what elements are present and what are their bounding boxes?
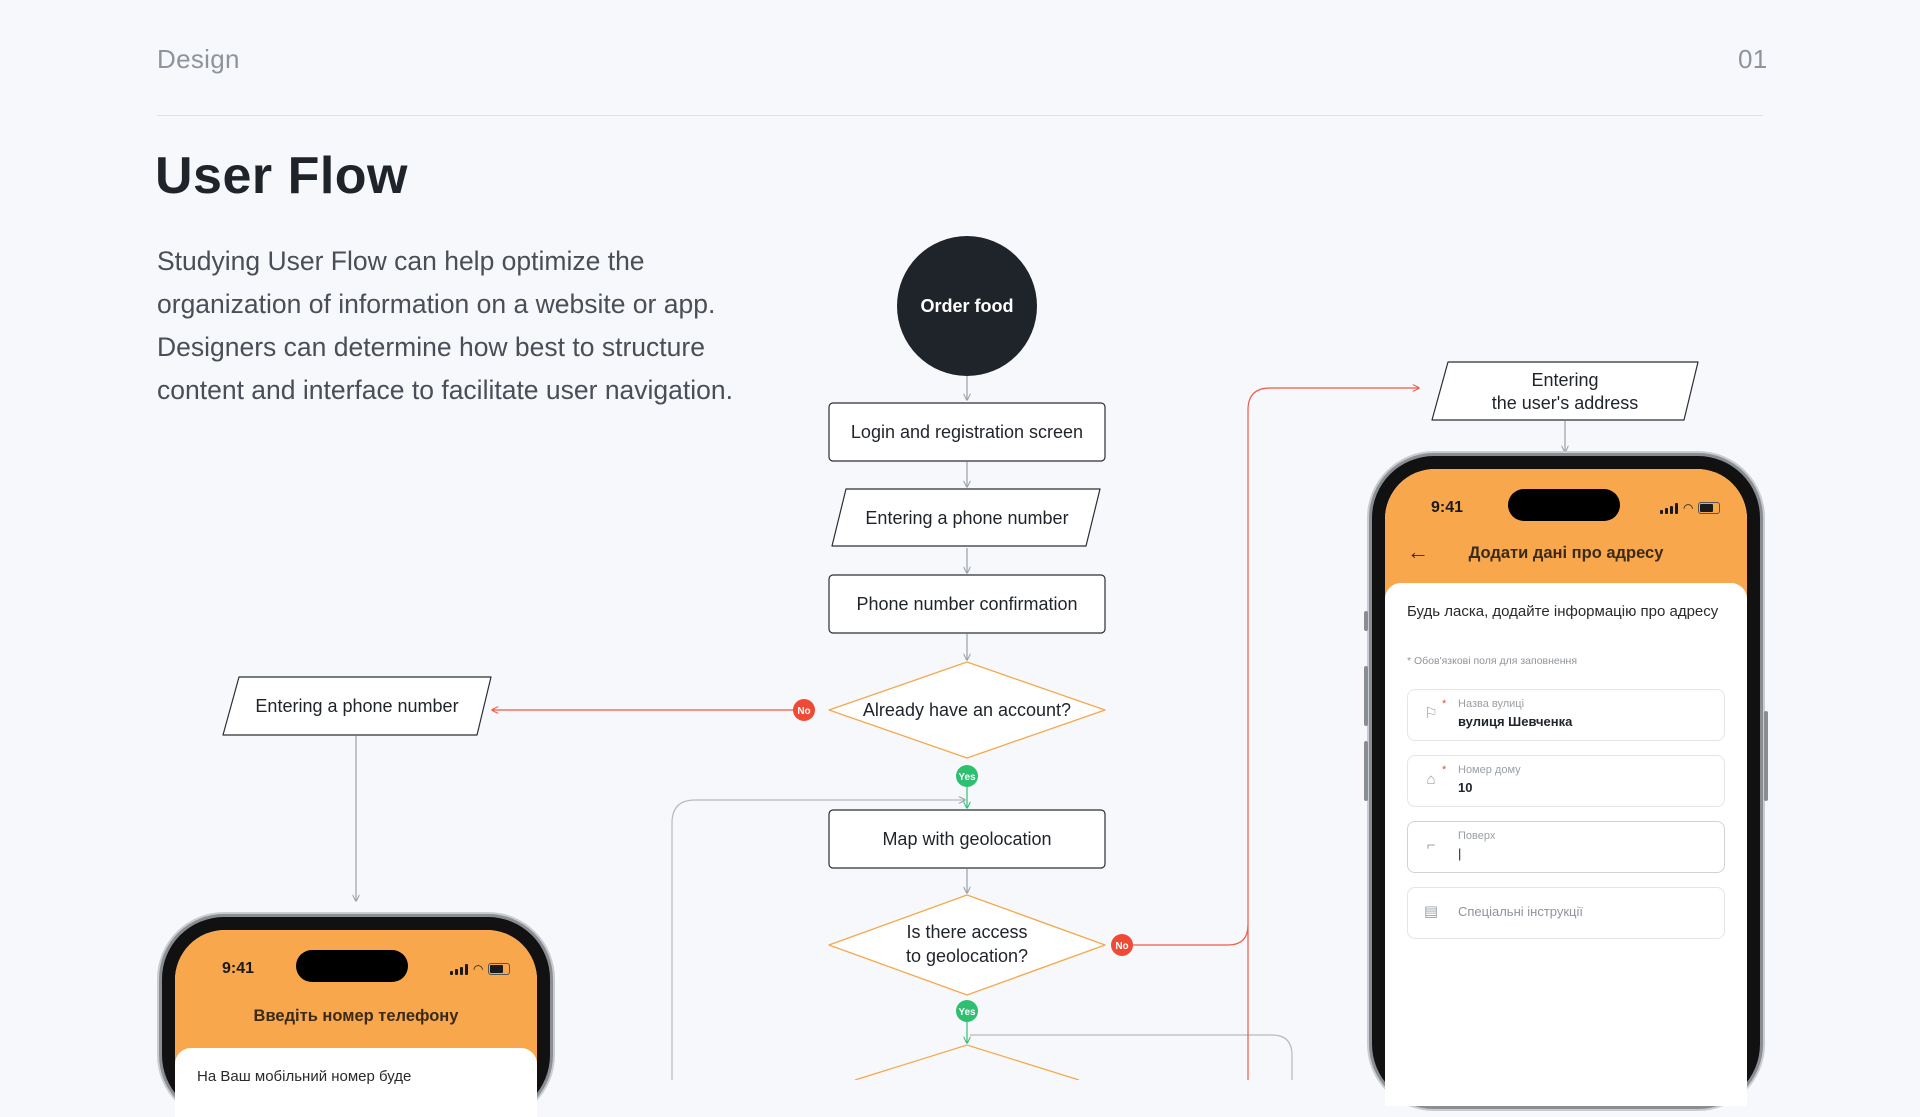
login-screen-node — [828, 402, 1106, 462]
yes-badge-account-label: Yes — [958, 772, 976, 783]
special-instructions-field[interactable]: ▤ Спеціальні інструкції — [1407, 887, 1725, 939]
no-badge-geo-label: No — [1115, 941, 1128, 952]
phone-entry-left-node — [222, 676, 492, 736]
phone-right-status-icons: ◠ — [1660, 501, 1721, 515]
connector-loop-left — [671, 800, 965, 1080]
geo-decision-node — [828, 894, 1106, 996]
street-name-label: Назва вулиці — [1458, 698, 1525, 710]
phone-entry-node — [831, 488, 1101, 547]
no-badge-geo — [1111, 934, 1133, 956]
phone-entry-label: Entering a phone number — [865, 508, 1068, 528]
phone-entry-left-label: Entering a phone number — [255, 696, 458, 716]
phone-left-dynamic-island — [296, 950, 408, 982]
floor-field[interactable]: ⌐ Поверх | — [1407, 821, 1725, 873]
home-icon: ⌂ — [1426, 771, 1436, 788]
user-flow-diagram: Order food Login and registration screen… — [222, 236, 1699, 1080]
phone-confirm-label: Phone number confirmation — [856, 594, 1077, 614]
floor-label: Поверх — [1458, 830, 1496, 842]
phone-left-status-icons: ◠ — [450, 962, 511, 976]
special-instructions-placeholder: Спеціальні інструкції — [1458, 904, 1583, 919]
phone-left-heading: Введіть номер телефону — [253, 1007, 459, 1025]
stairs-icon: ⌐ — [1426, 837, 1436, 854]
account-decision-node — [828, 661, 1106, 759]
phone-right-intro: Будь ласка, додайте інформацію про адрес… — [1407, 603, 1719, 620]
phone-right-required-note: * Обов'язкові поля для заповнення — [1407, 655, 1578, 667]
map-geolocation-node — [828, 809, 1106, 869]
phone-mockup-left: 9:41 ◠ Введіть номер телефону На Ваш моб… — [162, 917, 550, 1117]
phone-confirm-node — [828, 574, 1106, 634]
connector-no-geo — [1128, 388, 1419, 946]
signal-icon — [1660, 502, 1678, 514]
phone-right-screen: 9:41 ◠ ← Додати дані про адресу Будь лас… — [1385, 469, 1747, 1106]
note-icon: ▤ — [1423, 903, 1439, 920]
street-name-value: вулиця Шевченка — [1458, 714, 1573, 729]
phone-right-heading: Додати дані про адресу — [1468, 544, 1664, 562]
phone-right-sheet: Будь ласка, додайте інформацію про адрес… — [1385, 583, 1747, 1106]
no-badge-account-label: No — [797, 706, 810, 717]
address-entry-label-line1: Entering — [1531, 370, 1598, 390]
battery-icon — [1698, 502, 1721, 514]
connector-loop-right — [970, 1034, 1293, 1080]
yes-badge-geo — [956, 1000, 978, 1022]
required-marker: * — [1442, 698, 1447, 710]
page-description: Studying User Flow can help optimize the… — [157, 246, 733, 405]
phone-right-power-button — [1764, 711, 1768, 801]
yes-badge-account — [956, 765, 978, 787]
section-label: Design — [157, 44, 240, 74]
phone-right-time: 9:41 — [1431, 499, 1464, 516]
no-badge-account — [793, 699, 815, 721]
next-decision-node — [854, 1044, 1080, 1080]
phone-right-volume-up — [1364, 666, 1368, 726]
battery-icon — [488, 963, 511, 975]
address-entry-node — [1431, 361, 1699, 421]
phone-right-volume-down — [1364, 741, 1368, 801]
phone-left-screen: 9:41 ◠ Введіть номер телефону На Ваш моб… — [175, 930, 537, 1117]
phone-left-sheet: На Ваш мобільний номер буде — [175, 1048, 537, 1117]
required-marker: * — [1442, 764, 1447, 776]
signal-icon — [450, 963, 468, 975]
phone-left-time: 9:41 — [222, 960, 255, 977]
login-screen-label: Login and registration screen — [851, 422, 1083, 442]
start-node-label: Order food — [921, 296, 1014, 316]
arrow-left-icon[interactable]: ← — [1407, 539, 1429, 564]
house-number-label: Номер дому — [1458, 764, 1521, 776]
house-number-field[interactable]: ⌂ * Номер дому 10 — [1407, 755, 1725, 807]
geo-decision-label-line2: to geolocation? — [906, 946, 1028, 966]
phone-left-body-text: На Ваш мобільний номер буде — [197, 1068, 412, 1085]
map-geolocation-label: Map with geolocation — [882, 829, 1051, 849]
page-number: 01 — [1738, 44, 1768, 74]
wifi-icon: ◠ — [1683, 501, 1694, 515]
yes-badge-geo-label: Yes — [958, 1007, 976, 1018]
header-divider — [157, 115, 1763, 116]
phone-right-dynamic-island — [1508, 489, 1620, 521]
phone-right-side-button — [1364, 611, 1368, 631]
start-node — [897, 236, 1037, 376]
flag-icon: ⚐ — [1424, 705, 1438, 722]
address-entry-label-line2: the user's address — [1492, 393, 1639, 413]
house-number-value: 10 — [1458, 780, 1473, 795]
wifi-icon: ◠ — [473, 962, 484, 976]
phone-mockup-right: 9:41 ◠ ← Додати дані про адресу Будь лас… — [1364, 456, 1768, 1106]
account-decision-label: Already have an account? — [863, 700, 1071, 720]
page-title: User Flow — [155, 147, 408, 205]
street-name-field[interactable]: ⚐ * Назва вулиці вулиця Шевченка — [1407, 689, 1725, 741]
geo-decision-label-line1: Is there access — [906, 922, 1027, 942]
floor-value: | — [1458, 846, 1462, 861]
